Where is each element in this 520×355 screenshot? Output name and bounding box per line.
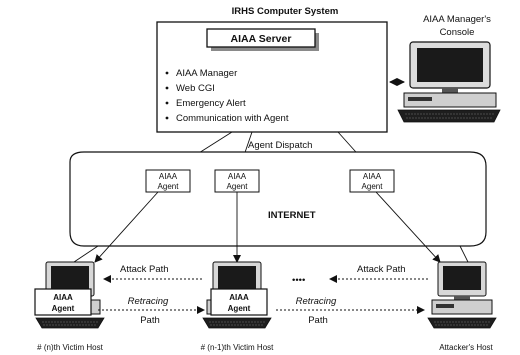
server-label: AIAA Server bbox=[231, 33, 292, 45]
attack-path-label-2: Attack Path bbox=[357, 264, 406, 275]
host-agent-box-2: AIAA Agent bbox=[211, 289, 267, 315]
host-label-victim-n: # (n)th Victim Host bbox=[37, 343, 103, 352]
server-feature: AIAA Manager bbox=[176, 68, 237, 79]
retracing-path-label-1: Path bbox=[140, 315, 160, 326]
retracing-label-1: Retracing bbox=[128, 296, 169, 307]
console-label-line2: Console bbox=[440, 27, 475, 38]
agent-box-line2: Agent bbox=[227, 182, 249, 191]
agent-box-2: AIAA Agent bbox=[215, 170, 259, 192]
host-agent-line2: Agent bbox=[52, 304, 75, 313]
ellipsis-marker: •••• bbox=[292, 275, 305, 286]
agent-box-line1: AIAA bbox=[159, 172, 178, 181]
server-feature: Web CGI bbox=[176, 83, 215, 94]
host-agent-line1: AIAA bbox=[53, 293, 73, 302]
agent-box-line1: AIAA bbox=[363, 172, 382, 181]
agent-dispatch-label: Agent Dispatch bbox=[248, 140, 312, 151]
host-label-attacker: Attacker's Host bbox=[439, 343, 493, 352]
agent-box-1: AIAA Agent bbox=[146, 170, 190, 192]
host-agent-line2: Agent bbox=[228, 304, 251, 313]
retracing-path-label-2: Path bbox=[308, 315, 328, 326]
attack-path-label-1: Attack Path bbox=[120, 264, 169, 275]
agent-box-line2: Agent bbox=[158, 182, 180, 191]
retracing-label-2: Retracing bbox=[296, 296, 337, 307]
agent-box-line2: Agent bbox=[362, 182, 384, 191]
host-label-victim-n1: # (n-1)th Victim Host bbox=[201, 343, 275, 352]
agent-box-3: AIAA Agent bbox=[350, 170, 394, 192]
server-feature: Emergency Alert bbox=[176, 98, 246, 109]
host-connection-lines bbox=[68, 246, 470, 266]
console-computer-icon bbox=[398, 42, 500, 122]
internet-label: INTERNET bbox=[268, 210, 316, 221]
attacker-host-computer bbox=[428, 262, 496, 328]
host-agent-line1: AIAA bbox=[229, 293, 249, 302]
server-feature: Communication with Agent bbox=[176, 113, 289, 124]
system-title: IRHS Computer System bbox=[232, 6, 339, 17]
internet-cloud bbox=[70, 152, 486, 246]
agent-box-line1: AIAA bbox=[228, 172, 247, 181]
host-agent-box-1: AIAA Agent bbox=[35, 289, 91, 315]
console-label-line1: AIAA Manager's bbox=[423, 14, 491, 25]
